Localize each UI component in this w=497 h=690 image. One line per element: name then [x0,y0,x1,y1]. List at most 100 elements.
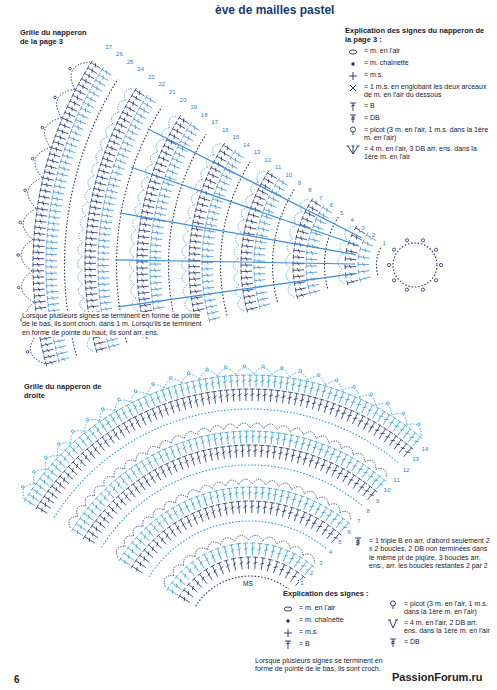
symbol-stroke [393,620,397,628]
symbol-stroke [356,544,360,545]
picot-mark [118,398,121,401]
symbol-stroke [350,102,356,103]
picot-mark [392,248,395,251]
legend-text: = picot (3 m. en l'air, 1 m.s. dans la 1… [404,600,492,617]
legend-text: = 1 triple B en arr. d'abord seulement 2… [369,537,490,571]
stitch-row [306,205,332,295]
picot-mark [243,365,246,368]
picot-mark [405,288,408,291]
picot-mark [434,279,437,282]
symbol-stroke [356,542,360,543]
picot-mark [152,383,155,386]
legend-heading: Explication des signes du napperon de la… [345,26,492,44]
picot-mark [19,221,22,224]
symbol-stroke [286,643,290,644]
row-number: 12 [402,467,411,473]
picot-symbol [351,127,356,132]
symbol-stroke [347,145,350,146]
chain-loop-row [164,535,314,587]
picot-mark [31,157,34,160]
stitch-row [36,389,413,513]
legend-text: = picot (3 m. en l'air, 1 m.s. dans la 1… [364,126,492,143]
chain-loop-row [69,423,386,528]
symbol-stroke [349,76,357,77]
legend-row: = B [345,102,492,112]
picot-mark [21,486,24,489]
picot-mark [434,248,437,251]
legend-symbol [345,102,361,112]
symbol-stroke [353,146,358,154]
row-number: 27 [105,44,114,50]
legend-row: = m. chaînette [280,616,380,626]
picot-mark [169,376,172,379]
row-number: 5 [337,539,342,545]
symbol-stroke [390,620,394,628]
stitch-row [137,116,189,340]
legend-box: Explication des signes : [283,589,383,601]
row-number: 17 [210,119,219,125]
row-number: 26 [115,51,124,57]
row-number: 1 [381,240,386,246]
picot-mark [32,471,35,474]
legend-row: = m. en l'air [280,604,380,614]
legend-text: = B [364,102,375,110]
legend-symbol [280,616,296,626]
legend-text: = m. en l'air [299,604,335,612]
chain-symbol [349,50,357,54]
legend-row: = 1 m.s. en englobant les deux arceaux d… [345,83,492,100]
row-number: 18 [200,112,209,118]
picot-mark [41,126,44,129]
picot-symbol [391,601,396,606]
legend-box: = 1 triple B en arr. d'abord seulement 2… [350,535,490,571]
legend-symbol [345,71,361,81]
legend-row: = B [280,640,380,650]
row-number: 9 [297,180,302,186]
row-number: 19 [189,104,198,110]
row-number: 8 [366,508,371,514]
legend-text: = DB [404,638,420,646]
picot-mark [392,279,395,282]
legend-row: = m.s. [280,628,380,638]
symbol-stroke [288,641,289,649]
symbol-stroke [391,642,395,643]
spoke-line [118,273,356,306]
legend-text: = 4 m. en l'air, 3 DB arr. ens. dans la … [364,145,492,162]
legend-row: = picot (3 m. en l'air, 1 m.s. dans la 1… [385,600,492,617]
picot-mark [387,402,390,405]
legend-symbol [345,47,361,57]
symbol-stroke [351,119,355,120]
symbol-stroke [357,145,360,146]
symbol-stroke [390,638,396,639]
picot-mark [24,189,27,192]
legend-row: = m. en l'air [345,47,492,57]
legend-box: Explication des signes du napperon de la… [345,26,492,161]
center-ring [393,243,437,287]
legend-row: = picot (3 m. en l'air, 1 m.s. dans la 1… [345,126,492,143]
row-number: 6 [329,202,334,208]
symbol-stroke [356,540,360,541]
stitch-row [358,233,376,282]
picot-mark [262,365,265,368]
symbol-stroke [352,145,355,146]
legend-symbol [345,59,361,69]
note-text: Lorsque plusieurs signes se terminent en… [22,312,207,337]
symbol-stroke [350,85,356,91]
row-number: 3 [360,225,365,231]
legend-row: = 4 m. en l'air, 3 DB arr. ens. dans la … [345,145,492,162]
legend-row: = DB [385,638,492,648]
legend-text: = m. chaînette [364,59,409,67]
symbol-stroke [351,117,355,118]
chain-row [377,245,383,275]
legend-symbol [280,604,296,614]
picot-mark [54,96,57,99]
picot-mark [224,366,227,369]
legend-text: = B [299,640,310,648]
picot-mark [281,367,284,370]
stitch-row [167,543,315,595]
picot-mark [335,379,338,382]
legend-box: = m. en l'air = m. chaînette = m.s. = B [280,602,380,650]
legend-symbol [280,640,296,650]
picot-mark [71,430,74,433]
picot-mark [17,254,20,257]
